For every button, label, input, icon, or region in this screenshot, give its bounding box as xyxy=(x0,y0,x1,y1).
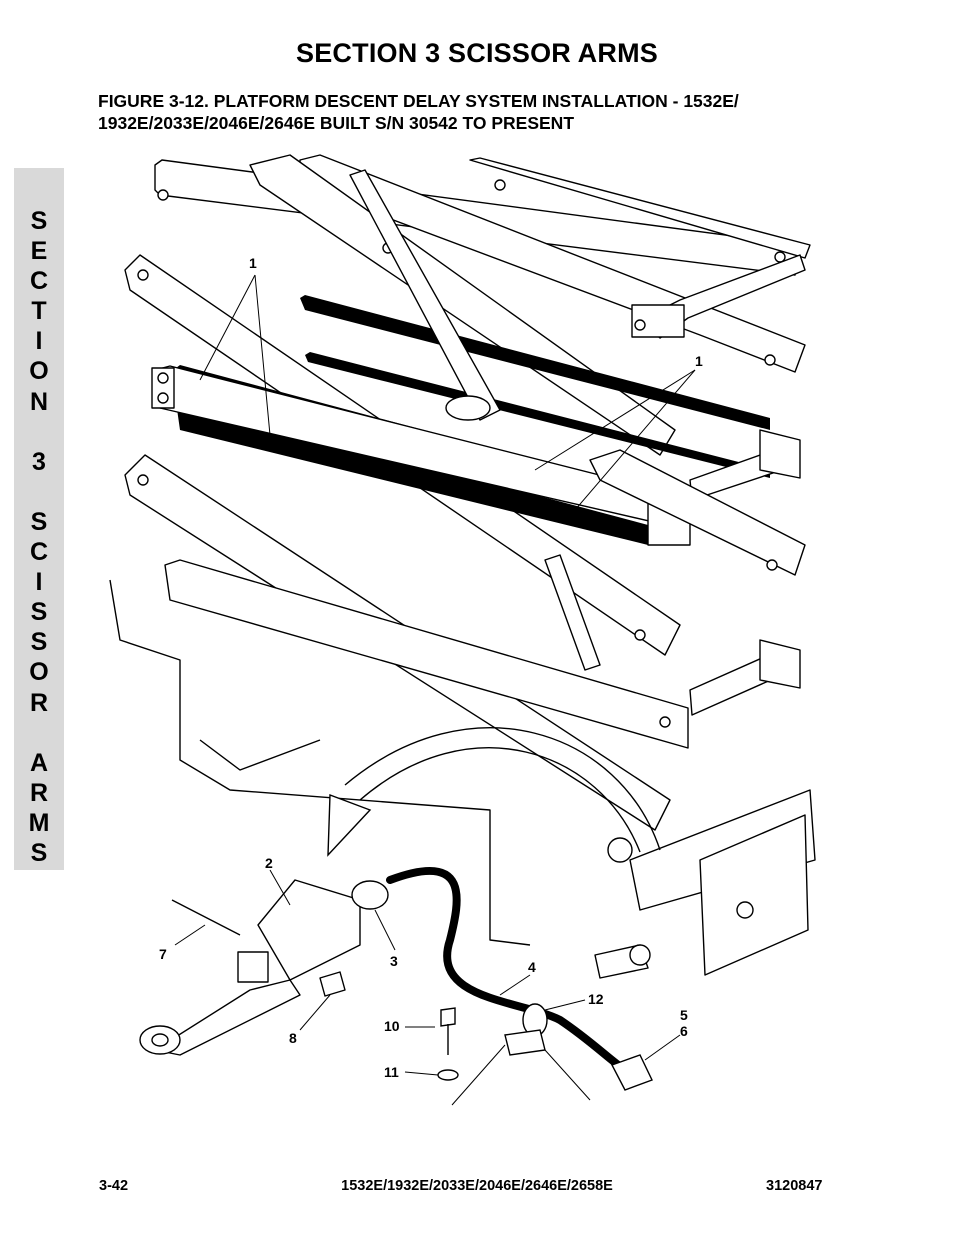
callout-10: 10 xyxy=(384,1018,400,1034)
crossbar-rear xyxy=(631,254,806,339)
detail-arrow xyxy=(327,727,661,857)
cable-clamp xyxy=(504,1003,548,1056)
assembly-guide-lines xyxy=(451,1044,591,1106)
callout-6: 6 xyxy=(680,1023,688,1039)
figure-caption: FIGURE 3-12. PLATFORM DESCENT DELAY SYST… xyxy=(98,90,878,134)
scissor-arm-lower-right xyxy=(589,449,806,576)
bottom-rail xyxy=(164,559,801,749)
chassis-fitting xyxy=(594,944,651,979)
callout-1a: 1 xyxy=(249,255,257,271)
callout-2: 2 xyxy=(265,855,273,871)
footer-doc-number: 3120847 xyxy=(766,1178,823,1194)
bumper-strip-rear-thin xyxy=(305,352,770,478)
crossbar-middle xyxy=(689,429,801,501)
side-tab-label: S E C T I O N 3 S C I S S O R A R M S xyxy=(28,207,50,867)
section-side-tab: S E C T I O N 3 S C I S S O R A R M S xyxy=(14,168,64,870)
exploded-view-drawing: 1 1 2 3 4 5 6 7 8 10 11 12 xyxy=(109,154,816,1106)
lift-cylinder xyxy=(349,169,601,671)
footer-page-number: 3-42 xyxy=(99,1178,129,1194)
chassis-frame xyxy=(109,579,816,976)
limit-switch-assembly xyxy=(139,879,389,1056)
figure-caption-line-1: FIGURE 3-12. PLATFORM DESCENT DELAY SYST… xyxy=(98,91,739,111)
callout-4: 4 xyxy=(528,959,536,975)
callout-3: 3 xyxy=(390,953,398,969)
switch-connector xyxy=(351,880,389,910)
section-title: SECTION 3 SCISSOR ARMS xyxy=(296,38,658,68)
leader-lines xyxy=(174,274,696,1076)
limit-switch-body xyxy=(257,879,361,981)
hex-nut xyxy=(319,971,346,997)
mounting-bolt xyxy=(171,899,241,936)
callout-12: 12 xyxy=(588,991,604,1007)
figure-caption-line-2: 1932E/2033E/2046E/2646E BUILT S/N 30542 … xyxy=(98,113,575,133)
screw-and-washer xyxy=(437,1007,459,1081)
callout-5: 5 xyxy=(680,1007,688,1023)
switch-plunger xyxy=(237,951,269,983)
callout-7: 7 xyxy=(159,946,167,962)
callout-1b: 1 xyxy=(695,353,703,369)
callout-11: 11 xyxy=(384,1064,399,1080)
callout-8: 8 xyxy=(289,1030,297,1046)
harness-cable xyxy=(386,866,629,1074)
footer-models: 1532E/1932E/2033E/2046E/2646E/2658E xyxy=(341,1178,613,1194)
harness-connector xyxy=(611,1054,653,1091)
